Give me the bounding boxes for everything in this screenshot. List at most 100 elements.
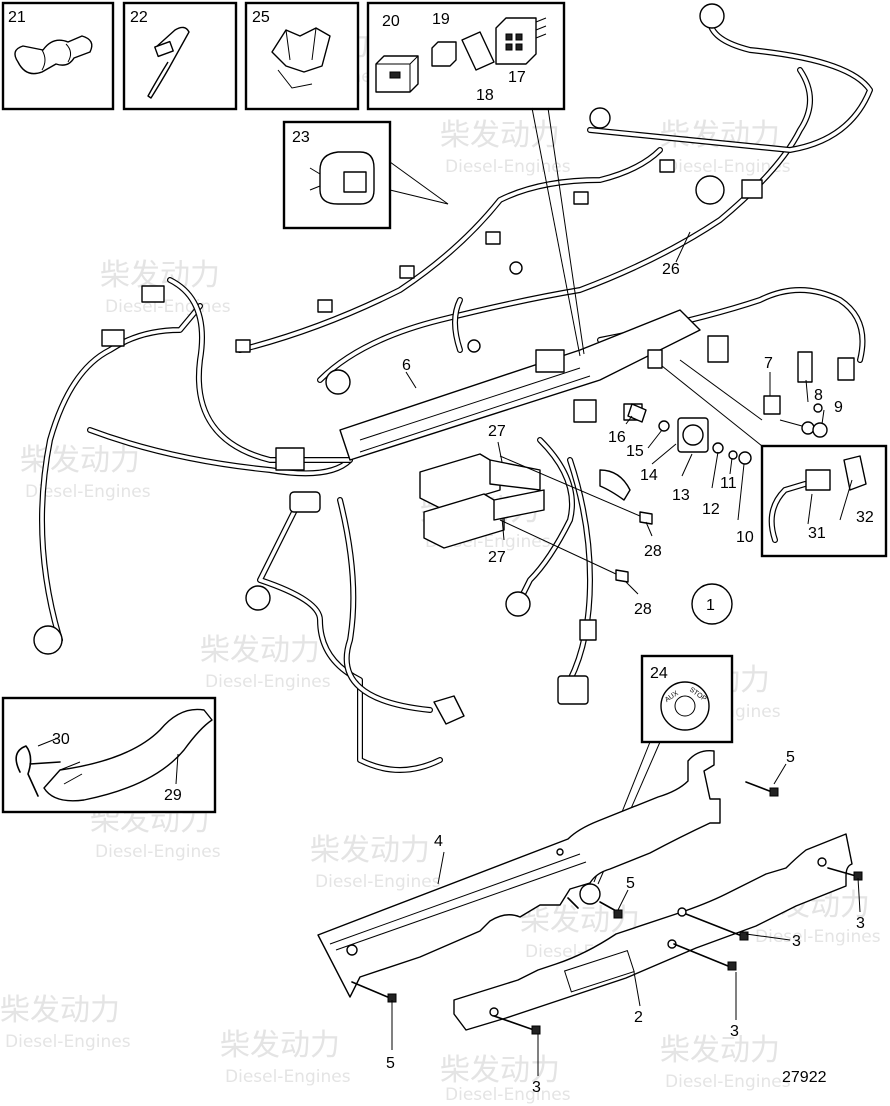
leader-line <box>389 189 449 205</box>
leader-line <box>679 359 763 421</box>
sensor-icon <box>317 299 333 313</box>
watermark-cn: 柴发动力 <box>440 1053 560 1088</box>
callout-28: 28 <box>634 601 652 618</box>
connector-icon <box>101 329 125 347</box>
cable-tie-icon <box>15 745 61 797</box>
connector-icon <box>275 447 305 471</box>
assembly-ref-label: 1 <box>706 597 715 614</box>
watermark-cn: 柴发动力 <box>0 993 120 1028</box>
callout-24: 24 <box>650 665 668 682</box>
bolts <box>351 781 863 1035</box>
callout-3: 3 <box>792 933 801 950</box>
connector-icon <box>557 675 589 705</box>
detail-box-25 <box>244 1 360 111</box>
callout-17: 17 <box>508 69 526 86</box>
connector-icon <box>573 399 597 423</box>
callout-numbers: 21 22 25 20 19 18 17 23 26 6 7 8 9 27 16… <box>8 9 874 1096</box>
callout-21: 21 <box>8 9 26 26</box>
bolt-icon <box>827 867 857 877</box>
watermark-cn: 柴发动力 <box>220 1028 340 1063</box>
round-connector-icon <box>699 3 725 29</box>
wiring-harness <box>33 3 873 773</box>
watermark-en: Diesel-Engines <box>95 842 221 862</box>
leader-line <box>389 161 449 205</box>
callout-8: 8 <box>814 387 823 404</box>
connector-icon <box>805 469 831 491</box>
callout-5: 5 <box>626 875 635 892</box>
detail-box-29-30 <box>1 696 217 814</box>
screw-icon <box>615 569 629 583</box>
detail-box-24: AUX STOP <box>640 654 734 744</box>
connector-icon <box>843 455 867 491</box>
hose-coupling-icon <box>493 489 545 521</box>
connector-icon <box>141 285 165 303</box>
watermark-en: Diesel-Engines <box>665 1072 791 1092</box>
callout-2: 2 <box>634 1009 643 1026</box>
bolt-icon <box>685 913 743 937</box>
callout-27: 27 <box>488 549 506 566</box>
detail-box-relay <box>366 1 566 111</box>
bolt-icon <box>745 781 773 793</box>
sensor-icon <box>573 191 589 205</box>
callout-32: 32 <box>856 509 874 526</box>
callout-14: 14 <box>640 467 658 484</box>
detail-box-23 <box>282 120 392 230</box>
sensor-icon <box>485 231 501 245</box>
connector-icon <box>741 179 763 199</box>
callout-13: 13 <box>672 487 690 504</box>
connector-icon <box>797 351 813 383</box>
washer-icon <box>712 442 724 454</box>
round-connector-icon <box>695 175 725 205</box>
callout-22: 22 <box>130 9 148 26</box>
hose-coupling-icon <box>489 459 541 491</box>
conduit-icon <box>43 708 213 802</box>
callout-9: 9 <box>834 399 843 416</box>
leader-line <box>547 107 585 355</box>
watermark-cn: 柴发动力 <box>310 833 430 868</box>
watermark-cn: 柴发动力 <box>200 633 320 668</box>
callout-3: 3 <box>532 1079 541 1096</box>
assembly-ref-circle: 1 <box>691 583 733 625</box>
round-connector-icon <box>325 369 351 395</box>
sensor-icon <box>659 159 675 173</box>
callout-19: 19 <box>432 11 450 28</box>
callout-3: 3 <box>856 915 865 932</box>
seal-icon <box>461 31 495 71</box>
switch-hole <box>579 883 601 905</box>
screw-icon <box>813 403 823 413</box>
callout-4: 4 <box>434 833 443 850</box>
watermark-en: Diesel-Engines <box>5 1032 131 1052</box>
drawing-number: 27922 <box>782 1069 827 1086</box>
watermark-en: Diesel-Engines <box>25 482 151 502</box>
connector-boot-icon <box>423 493 505 549</box>
holder-clip-icon <box>271 27 331 73</box>
watermark-cn: 柴发动力 <box>660 1033 780 1068</box>
round-connector-icon <box>505 591 531 617</box>
connector-housing-icon <box>495 17 537 65</box>
callout-5: 5 <box>386 1055 395 1072</box>
callout-27: 27 <box>488 423 506 440</box>
watermark-en: Diesel-Engines <box>445 1085 571 1105</box>
callout-7: 7 <box>764 355 773 372</box>
callout-5: 5 <box>786 749 795 766</box>
washer-icon <box>812 422 828 438</box>
grommet-icon <box>763 395 781 415</box>
callout-29: 29 <box>164 787 182 804</box>
callout-23: 23 <box>292 129 310 146</box>
callout-28: 28 <box>644 543 662 560</box>
bolt-icon <box>493 1015 535 1031</box>
watermark-en: Diesel-Engines <box>105 297 231 317</box>
callout-3: 3 <box>730 1023 739 1040</box>
leader-line <box>531 107 581 357</box>
watermark-en: Diesel-Engines <box>225 1067 351 1087</box>
watermark-cn: 柴发动力 <box>20 443 140 478</box>
callout-18: 18 <box>476 87 494 104</box>
watermark-en: Diesel-Engines <box>205 672 331 692</box>
round-connector-icon <box>245 585 271 611</box>
connector-icon <box>433 695 465 725</box>
watermark-en: Diesel-Engines <box>755 927 881 947</box>
watermark-en: Diesel-Engines <box>445 157 571 177</box>
callout-leaders <box>37 231 861 1076</box>
o-ring-icon <box>658 420 670 432</box>
